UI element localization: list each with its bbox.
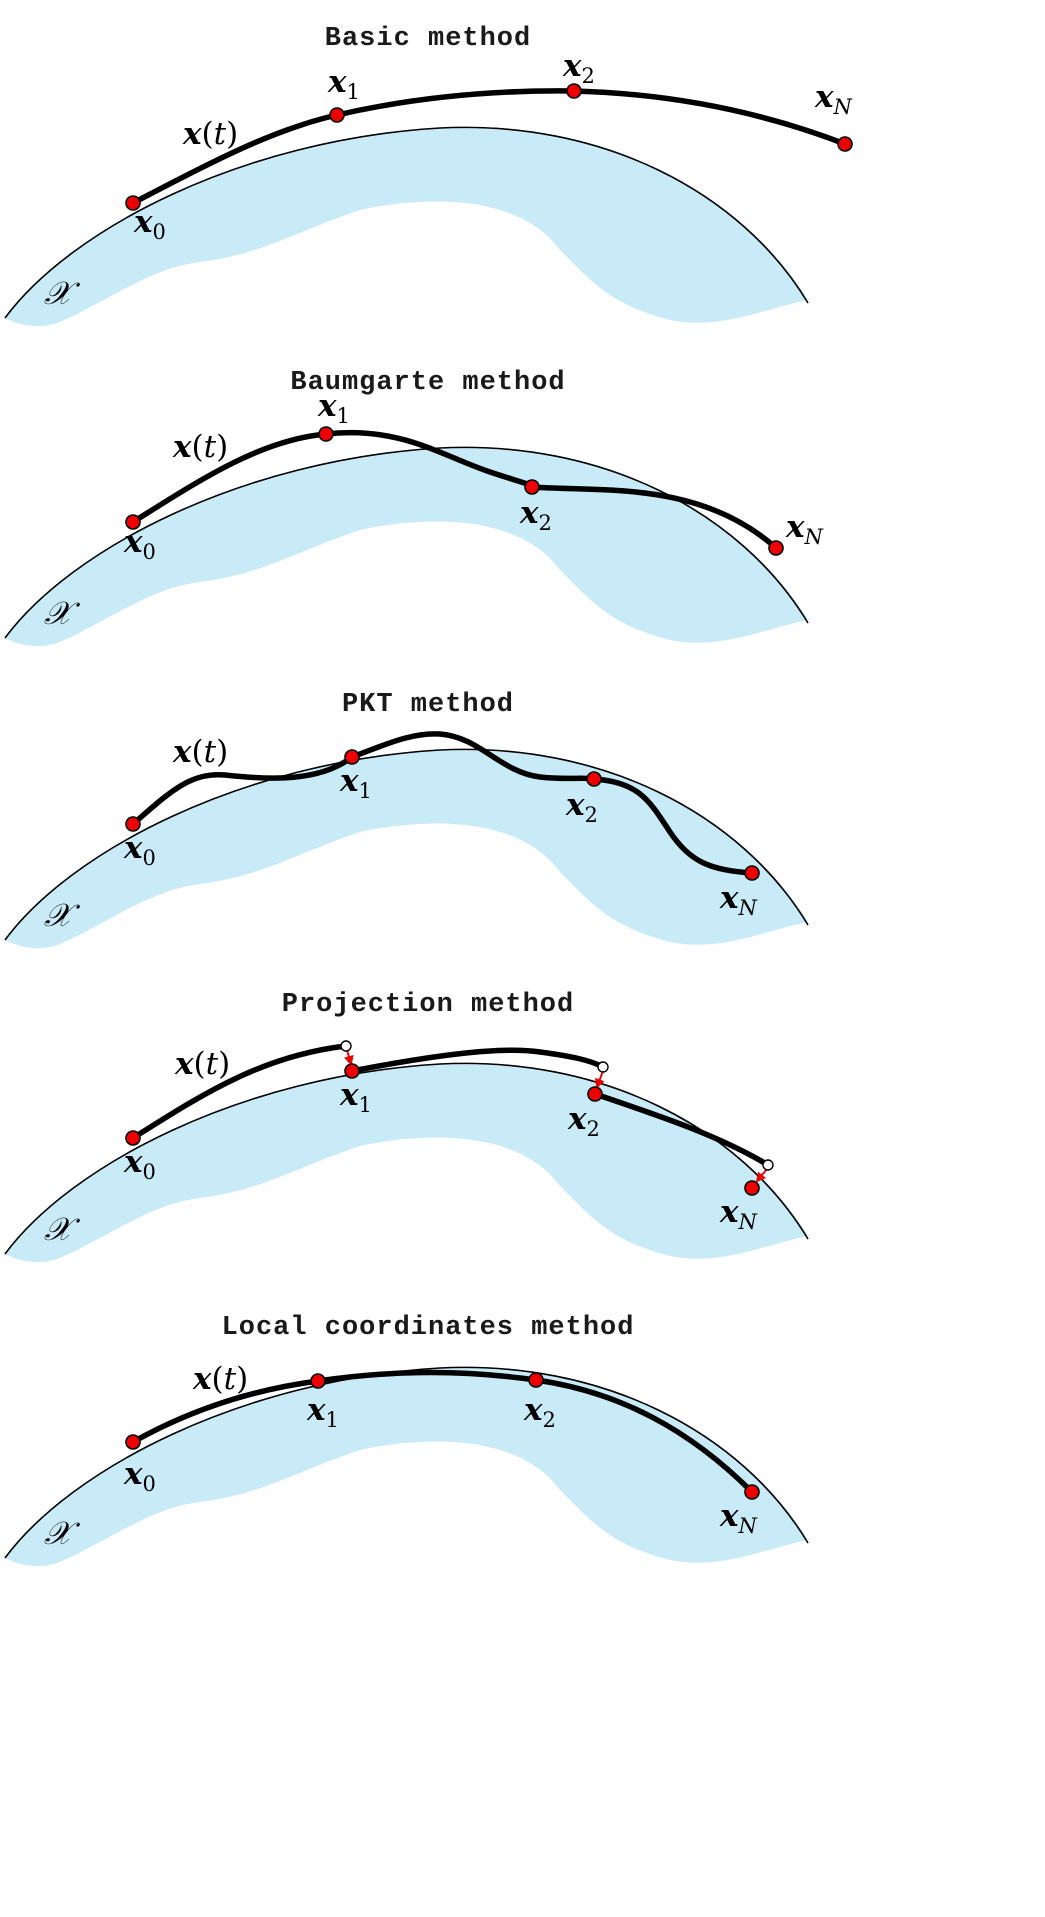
label-xN: xN: [719, 1498, 757, 1538]
panel-title: Local coordinates method: [222, 1313, 635, 1343]
label-x1: x1: [327, 64, 360, 104]
label-x0: x0: [123, 1144, 156, 1184]
label-x1: x1: [339, 763, 372, 803]
point-x0: [125, 1130, 141, 1146]
panel-pkt-method: PKT method x(t) x0 x1 x2 xN 𝒳: [4, 690, 809, 949]
trajectory-curve: [130, 731, 755, 876]
point-xN: [768, 540, 784, 556]
trajectory-segment-1: [130, 1043, 349, 1141]
point-x1: [329, 107, 345, 123]
panel-projection-method: Projection method x(t) x0 x1 x2 xN 𝒳: [4, 990, 809, 1263]
trajectory-segment-3: [592, 1091, 771, 1168]
label-x-t: x(t): [174, 1046, 230, 1082]
point-x2: [586, 771, 602, 787]
label-x0: x0: [123, 1456, 156, 1496]
point-x1: [344, 749, 360, 765]
label-x2: x2: [567, 1101, 600, 1141]
trajectory-segment-2: [349, 1047, 606, 1074]
label-x2: x2: [519, 495, 552, 535]
label-x1: x1: [317, 388, 350, 428]
panel-title: Projection method: [282, 990, 574, 1020]
trajectory-curve: [130, 88, 848, 206]
label-x-t: x(t): [192, 1361, 248, 1397]
feasible-region: [5, 127, 808, 327]
panel-baumgarte-method: Baumgarte method x(t) x0 x1 x2 xN 𝒳: [4, 368, 823, 647]
point-x2: [566, 83, 582, 99]
unprojected-point: [597, 1061, 609, 1073]
label-x0: x0: [133, 204, 166, 244]
panel-title: Basic method: [325, 24, 531, 54]
point-xN: [744, 1180, 760, 1196]
unprojected-point: [762, 1159, 774, 1171]
projection-arrow: [343, 1049, 354, 1066]
point-x0: [125, 195, 141, 211]
point-x2: [524, 479, 540, 495]
point-x1: [310, 1373, 326, 1389]
panel-title: Baumgarte method: [290, 368, 565, 398]
label-xN: xN: [719, 880, 757, 920]
point-x0: [125, 514, 141, 530]
label-xN: xN: [719, 1194, 757, 1234]
trajectory-curve: [130, 429, 779, 551]
projection-arrow: [595, 1070, 605, 1089]
panel-basic-method: Basic method x(t) x0 x1 x2 xN 𝒳: [4, 24, 853, 327]
label-x2: x2: [565, 787, 598, 827]
label-x-t: x(t): [172, 734, 228, 770]
label-x1: x1: [339, 1077, 372, 1117]
panel-local-coordinates-method: Local coordinates method x(t) x0 x1 x2 x…: [4, 1313, 809, 1567]
panel-title: PKT method: [342, 690, 514, 720]
point-x2: [528, 1372, 544, 1388]
label-x-t: x(t): [182, 116, 238, 152]
point-x1: [344, 1063, 360, 1079]
label-xN: xN: [785, 509, 823, 549]
unprojected-point: [340, 1040, 352, 1052]
point-x0: [125, 1434, 141, 1450]
projection-arrow: [755, 1168, 768, 1183]
label-x-t: x(t): [172, 429, 228, 465]
label-x1: x1: [306, 1392, 339, 1432]
point-xN: [744, 1484, 760, 1500]
point-x0: [125, 816, 141, 832]
point-x2: [587, 1086, 603, 1102]
point-x1: [318, 426, 334, 442]
label-x0: x0: [123, 524, 156, 564]
trajectory-curve: [130, 1369, 755, 1495]
label-x2: x2: [562, 48, 595, 88]
label-x2: x2: [523, 1392, 556, 1432]
label-xN: xN: [814, 79, 852, 119]
point-xN: [837, 136, 853, 152]
point-xN: [744, 865, 760, 881]
label-x0: x0: [123, 830, 156, 870]
